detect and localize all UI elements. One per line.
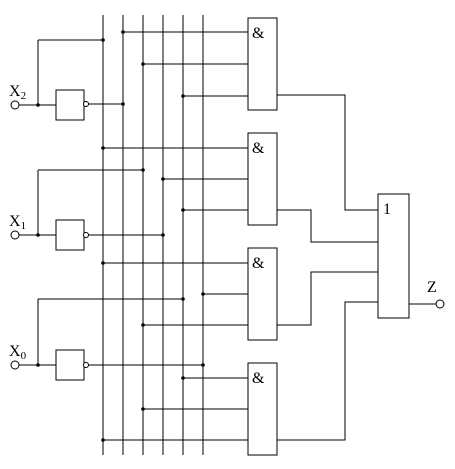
and-gate-1-symbol: & bbox=[252, 25, 265, 42]
and-gate-4 bbox=[247, 362, 278, 456]
output-label-z: Z bbox=[427, 279, 437, 296]
input-label-x0: X0 bbox=[9, 343, 27, 362]
input-terminal-x2 bbox=[10, 100, 20, 110]
junction-dots bbox=[36, 30, 205, 442]
and-gate-4-symbol: & bbox=[252, 370, 265, 387]
input-label-x1: X1 bbox=[9, 213, 26, 232]
wire-and4-or bbox=[277, 301, 378, 441]
and-gate-3-symbol: & bbox=[252, 255, 265, 272]
and-gate-3 bbox=[247, 247, 278, 341]
wire-and1-or bbox=[277, 94, 378, 211]
inverter-x0 bbox=[55, 349, 85, 381]
or-gate bbox=[377, 193, 410, 319]
input-terminal-x0 bbox=[10, 360, 20, 370]
wiring bbox=[10, 15, 445, 455]
wire-and3-or bbox=[277, 271, 378, 326]
inverter-x1 bbox=[55, 219, 85, 251]
and-gate-1 bbox=[247, 17, 278, 111]
input-label-x2: X2 bbox=[9, 83, 26, 102]
gates bbox=[247, 17, 410, 456]
and-gate-2 bbox=[247, 132, 278, 226]
and-gate-2-symbol: & bbox=[252, 140, 265, 157]
wire-and2-or bbox=[277, 209, 378, 243]
output-terminal-z bbox=[435, 299, 445, 309]
input-terminal-x1 bbox=[10, 230, 20, 240]
inverter-x2 bbox=[55, 89, 85, 121]
or-gate-symbol: 1 bbox=[383, 201, 391, 218]
